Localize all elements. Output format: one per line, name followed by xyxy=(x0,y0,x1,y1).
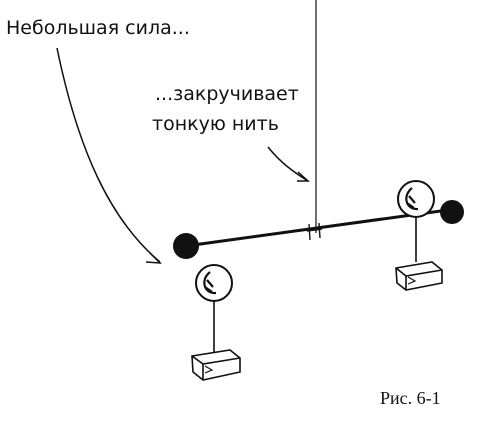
force-arrow xyxy=(56,47,162,264)
small-ball-right xyxy=(440,200,464,224)
lamp-right-base xyxy=(395,261,443,291)
lamp-right xyxy=(395,180,443,291)
thread-arrow-curve xyxy=(267,146,309,182)
label-twists-line1: ...закручивает xyxy=(155,83,299,105)
label-small-force: Небольшая сила... xyxy=(6,17,190,39)
thread-arrow-head xyxy=(297,171,310,182)
lamp-right-bulb xyxy=(397,180,435,218)
lamp-left-bulb xyxy=(195,264,233,302)
balance-rod xyxy=(185,208,449,248)
thread-clamp xyxy=(306,222,323,241)
force-arrow-head xyxy=(145,252,162,264)
force-arrow-curve xyxy=(56,47,161,263)
lamp-left-filament xyxy=(203,271,217,295)
lamp-left xyxy=(191,264,241,381)
small-ball-left xyxy=(173,233,199,259)
label-twists-line2: тонкую нить xyxy=(152,113,279,135)
thread-arrow xyxy=(267,146,310,182)
lamp-right-filament xyxy=(405,187,419,211)
lamp-left-base xyxy=(191,349,241,381)
figure-caption: Рис. 6-1 xyxy=(380,388,441,408)
